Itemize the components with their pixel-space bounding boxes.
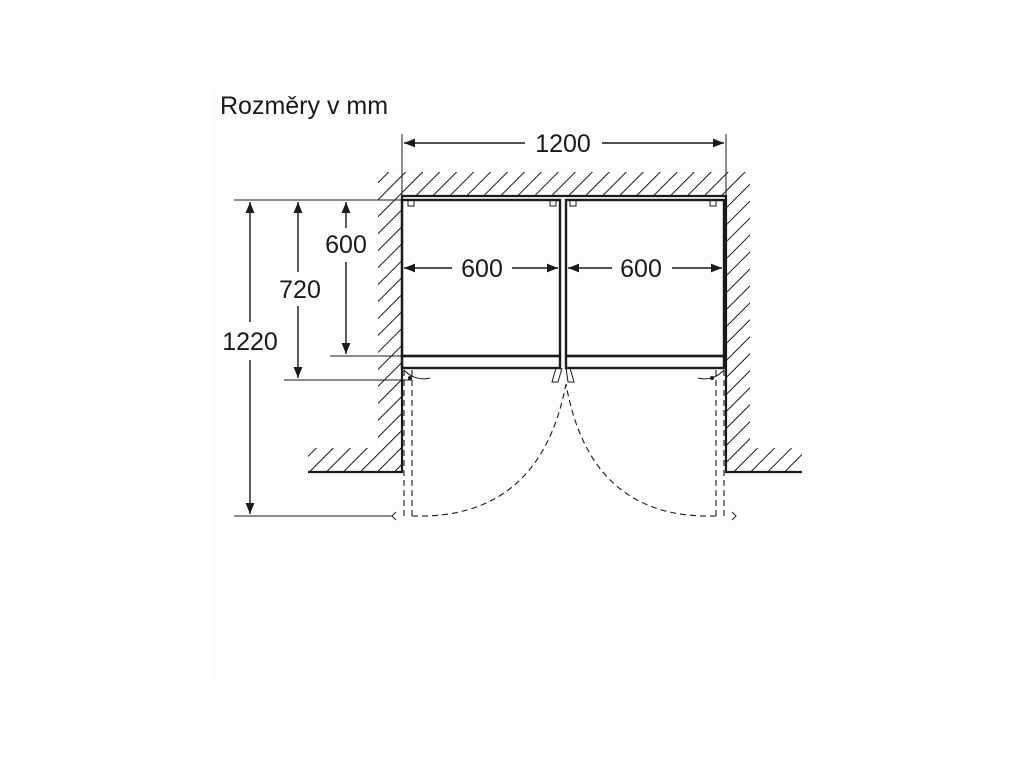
dimension-total-width: 1200 (401, 130, 727, 196)
diagram-title: Rozměry v mm (220, 92, 388, 120)
label-depth-with-doors: 720 (279, 276, 321, 304)
appliance-body (400, 198, 726, 383)
label-left-width: 600 (461, 255, 503, 283)
dimension-depth-doors-open: 1220 (222, 199, 402, 517)
dimension-left-width: 600 (404, 255, 558, 283)
dimension-right-width: 600 (568, 255, 722, 283)
label-right-width: 600 (620, 255, 662, 283)
wall-niche (308, 172, 802, 474)
dimension-depth-with-doors: 720 (279, 202, 412, 381)
label-body-depth: 600 (325, 231, 367, 259)
label-depth-doors-open: 1220 (222, 328, 278, 356)
label-total-width: 1200 (535, 130, 591, 158)
door-swing (391, 369, 737, 521)
dimension-body-depth: 600 (325, 202, 402, 357)
